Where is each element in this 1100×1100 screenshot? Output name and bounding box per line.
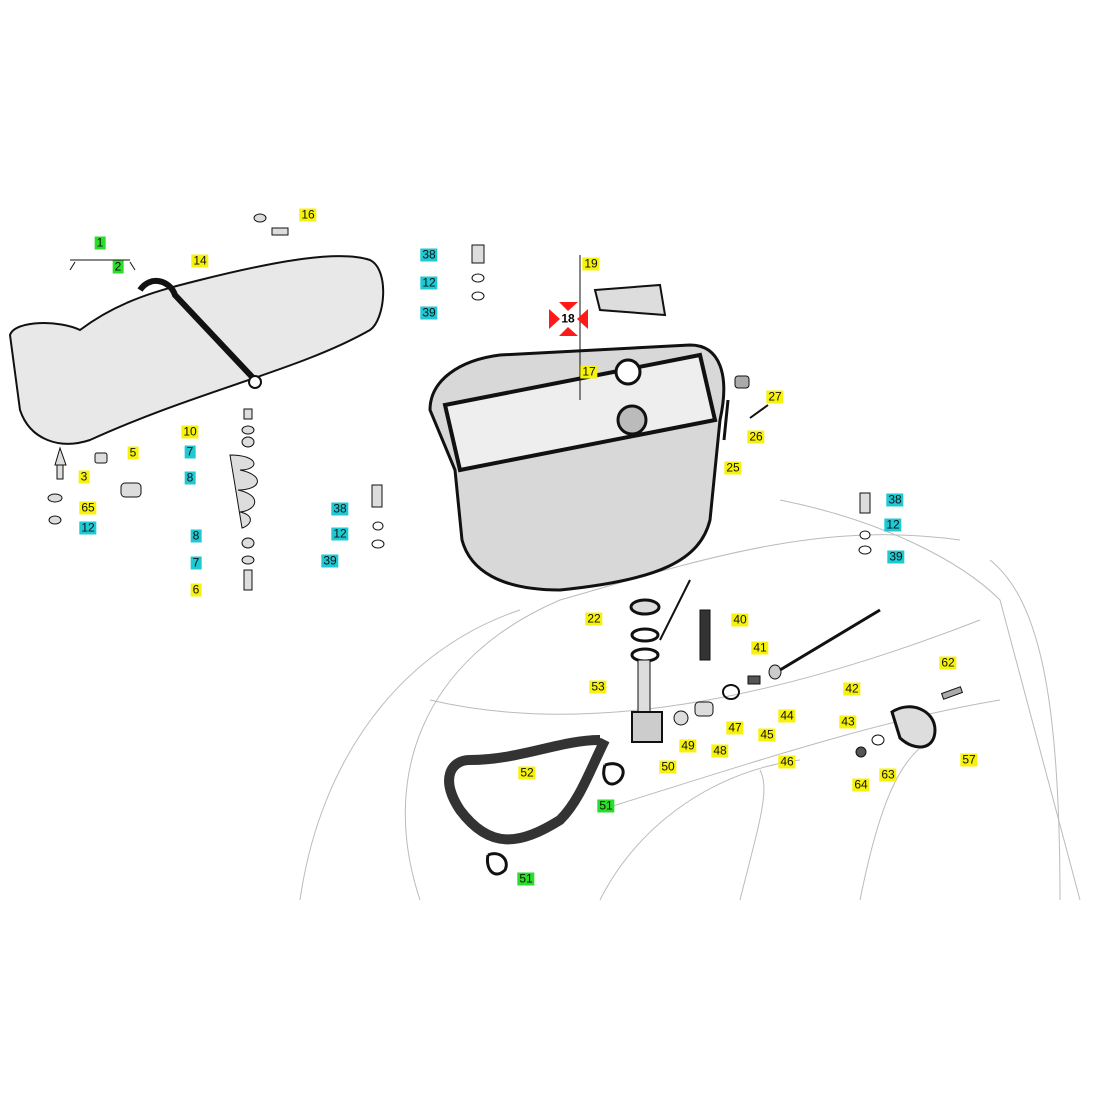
part-label-3[interactable]: 3: [78, 469, 90, 484]
part-label-7[interactable]: 7: [184, 444, 196, 459]
part-label-10[interactable]: 10: [181, 424, 199, 439]
red-marker-arrows: [549, 302, 588, 336]
part-label-39[interactable]: 39: [887, 549, 905, 564]
part-label-51[interactable]: 51: [597, 798, 615, 813]
part-label-27[interactable]: 27: [766, 389, 784, 404]
part-label-38[interactable]: 38: [420, 247, 438, 262]
part-label-44[interactable]: 44: [778, 708, 796, 723]
seat: [8, 255, 385, 445]
part-label-52[interactable]: 52: [518, 765, 536, 780]
part-label-53[interactable]: 53: [589, 679, 607, 694]
part-label-45[interactable]: 45: [758, 727, 776, 742]
part-label-6[interactable]: 6: [190, 582, 202, 597]
part-label-47[interactable]: 47: [726, 720, 744, 735]
part-label-7[interactable]: 7: [190, 555, 202, 570]
part-label-12[interactable]: 12: [420, 275, 438, 290]
part-label-1[interactable]: 1: [94, 235, 106, 250]
fuel-tap-assembly: [444, 579, 964, 876]
part-label-12[interactable]: 12: [331, 526, 349, 541]
part-label-18[interactable]: 18: [561, 311, 575, 326]
part-label-51[interactable]: 51: [517, 871, 535, 886]
part-label-16[interactable]: 16: [299, 207, 317, 222]
part-label-22[interactable]: 22: [585, 611, 603, 626]
part-label-8[interactable]: 8: [184, 470, 196, 485]
part-label-40[interactable]: 40: [731, 612, 749, 627]
part-label-43[interactable]: 43: [839, 714, 857, 729]
part-label-8[interactable]: 8: [190, 528, 202, 543]
part-label-49[interactable]: 49: [679, 738, 697, 753]
part-label-25[interactable]: 25: [724, 460, 742, 475]
part-label-57[interactable]: 57: [960, 752, 978, 767]
part-label-12[interactable]: 12: [79, 520, 97, 535]
part-label-39[interactable]: 39: [420, 305, 438, 320]
part-label-50[interactable]: 50: [659, 759, 677, 774]
part-label-65[interactable]: 65: [79, 500, 97, 515]
part-label-12[interactable]: 12: [884, 517, 902, 532]
part-label-26[interactable]: 26: [747, 429, 765, 444]
seat-hardware: [47, 213, 289, 591]
fuel-tank: [371, 244, 872, 592]
part-label-38[interactable]: 38: [886, 492, 904, 507]
part-label-17[interactable]: 17: [580, 364, 598, 379]
scooter-body-outline: [299, 499, 1081, 901]
part-label-42[interactable]: 42: [843, 681, 861, 696]
part-label-41[interactable]: 41: [751, 640, 769, 655]
part-label-64[interactable]: 64: [852, 777, 870, 792]
part-label-62[interactable]: 62: [939, 655, 957, 670]
part-label-19[interactable]: 19: [582, 256, 600, 271]
part-label-39[interactable]: 39: [321, 553, 339, 568]
part-label-48[interactable]: 48: [711, 743, 729, 758]
part-label-14[interactable]: 14: [191, 253, 209, 268]
part-label-2[interactable]: 2: [112, 259, 124, 274]
part-label-63[interactable]: 63: [879, 767, 897, 782]
part-label-38[interactable]: 38: [331, 501, 349, 516]
part-label-5[interactable]: 5: [127, 445, 139, 460]
part-label-46[interactable]: 46: [778, 754, 796, 769]
